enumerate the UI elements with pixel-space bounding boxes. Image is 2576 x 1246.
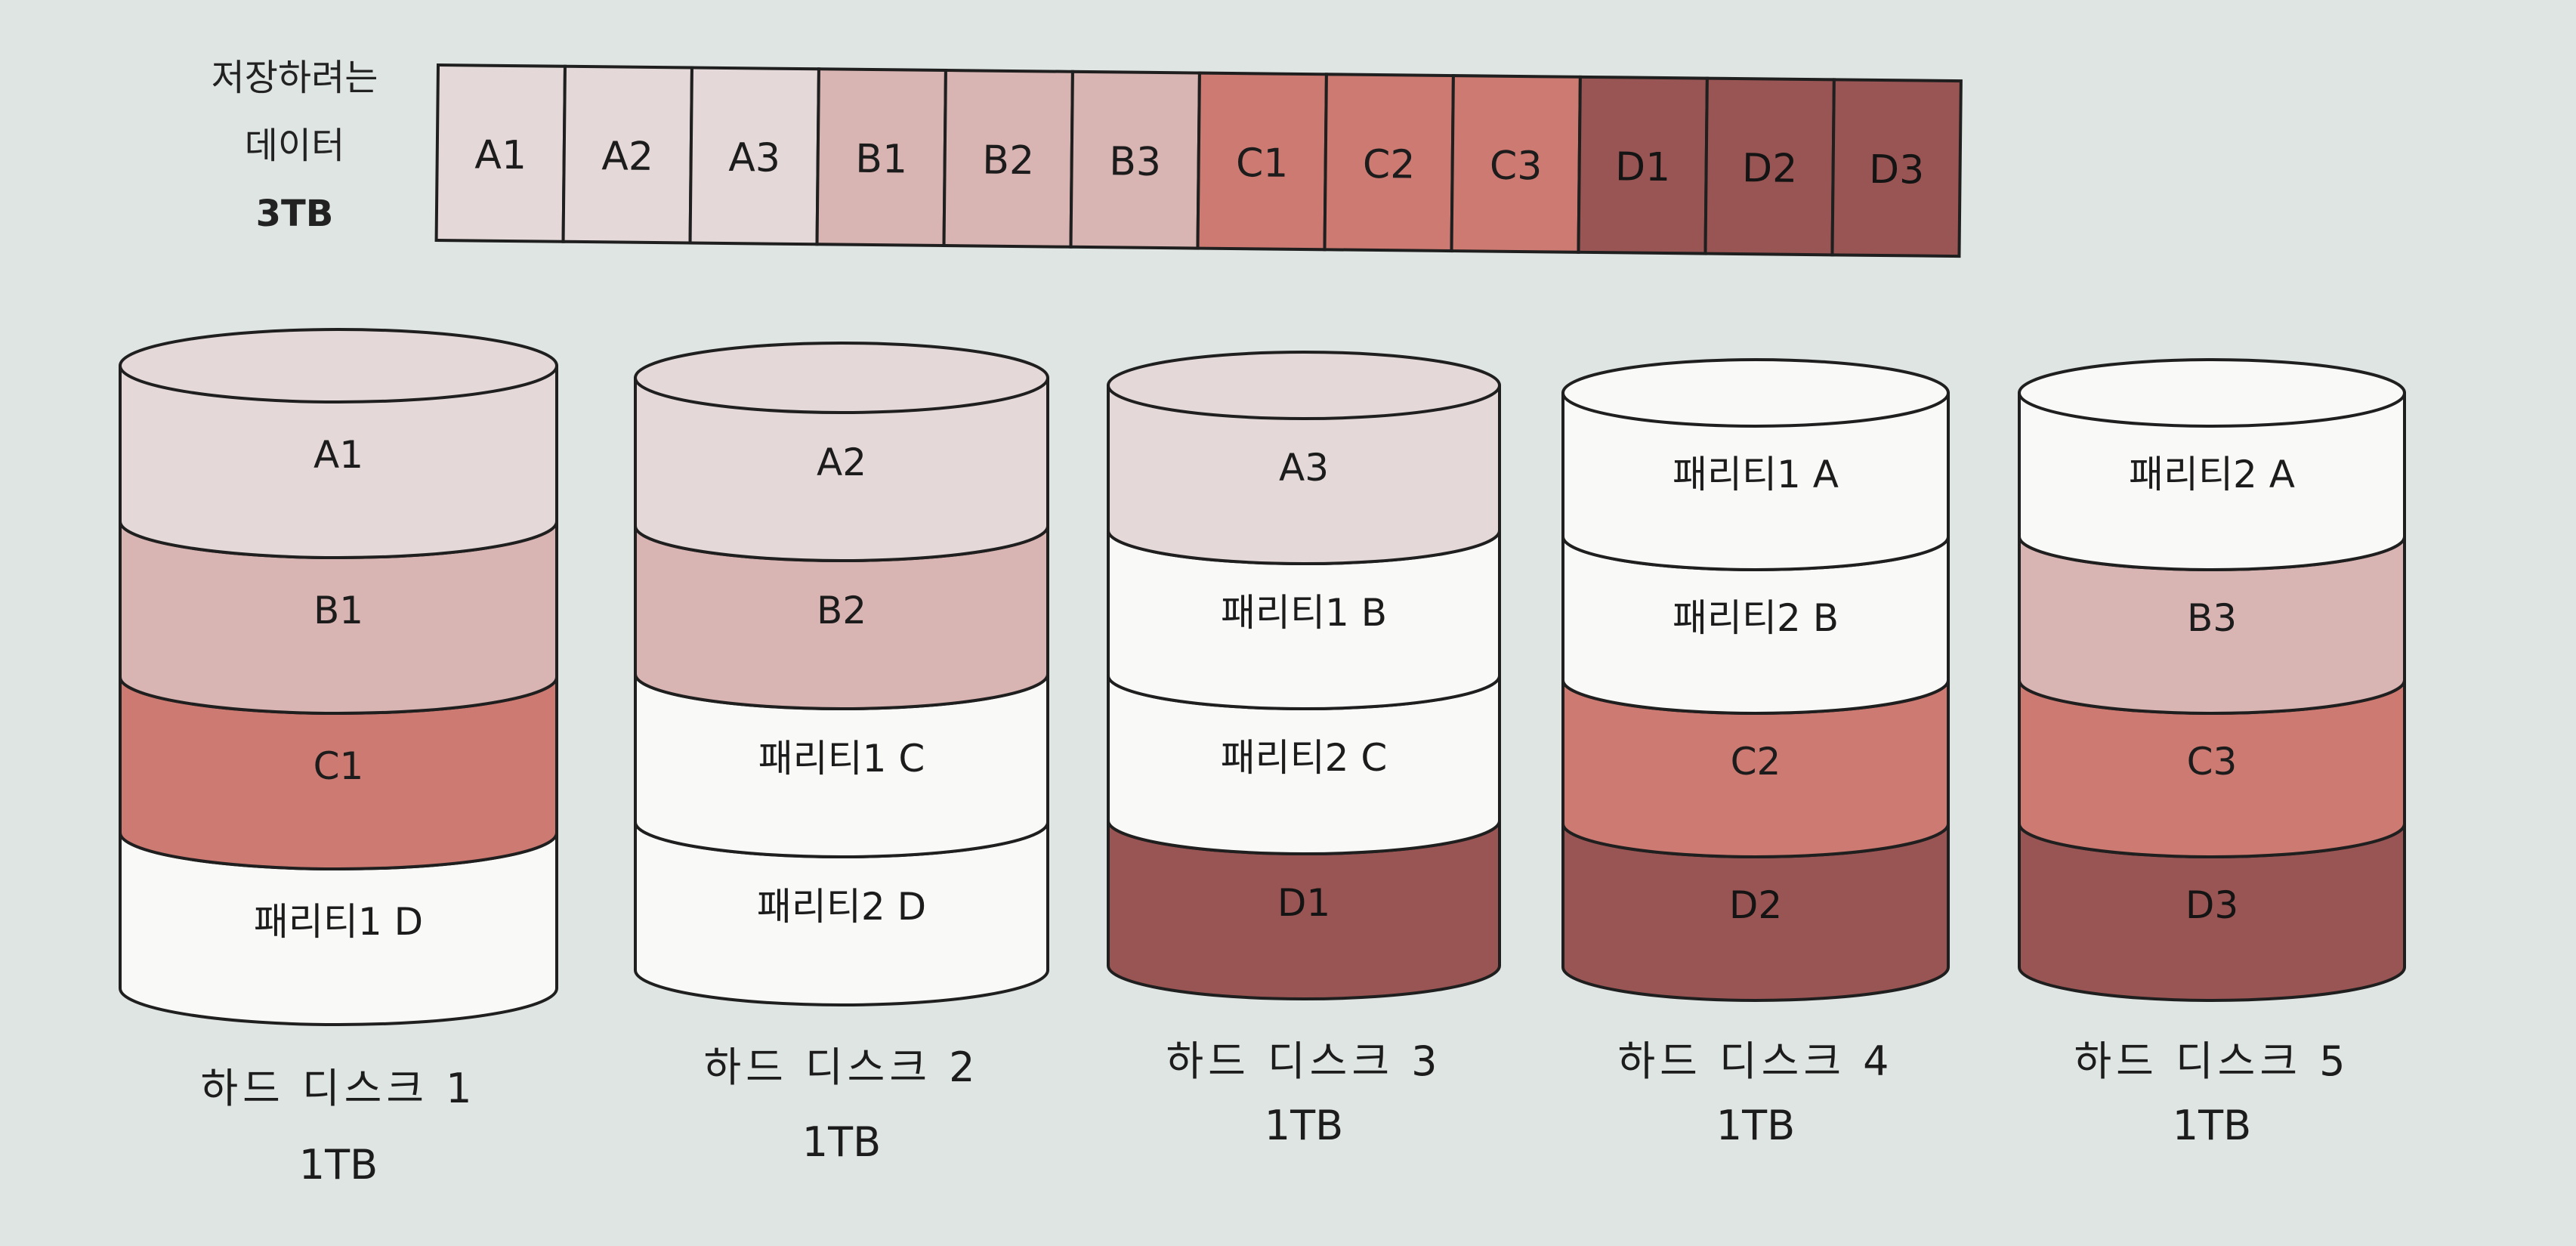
- disk-layer-body: [634, 672, 1049, 858]
- disk-layer-body: [2018, 391, 2406, 571]
- disk-layer-label: A3: [1279, 446, 1329, 490]
- disk-layer-label: 패리티1 B: [1221, 591, 1387, 635]
- hard-disk-3: D1 패리티2 C 패리티1 B A3: [1107, 351, 1501, 1000]
- disk-layer-label: D1: [1277, 881, 1330, 925]
- data-block-label: C1: [1236, 141, 1289, 187]
- disk-layer-label: D2: [1729, 883, 1782, 927]
- data-block-label: D1: [1615, 144, 1671, 190]
- hard-disk-5: D3 C3 B3 패리티2 A: [2018, 358, 2406, 1002]
- disk-layer-body: [634, 376, 1049, 562]
- disk-layer-body: [1107, 674, 1501, 855]
- disk-layer-body: [1561, 535, 1950, 715]
- disk-5-layer: 패리티2 A: [2018, 358, 2406, 571]
- data-block-label: A3: [728, 135, 780, 181]
- disk-4-capacity: 1TB: [1716, 1102, 1796, 1149]
- disk-layer-body: [119, 831, 558, 1026]
- disk-1-name: 하드 디스크 1: [200, 1065, 477, 1112]
- disk-layer-label: D3: [2185, 883, 2238, 927]
- disk-layer-label: 패리티2 C: [1221, 736, 1388, 780]
- data-block-label: D2: [1742, 146, 1798, 192]
- hard-disk-1: 패리티1 D C1 B1 A1: [119, 328, 558, 1026]
- disk-layer-rim: [1107, 351, 1501, 420]
- hard-disk-2: 패리티2 D 패리티1 C B2 A2: [634, 342, 1049, 1006]
- data-block-label: B1: [855, 137, 907, 183]
- disk-5-name: 하드 디스크 5: [2074, 1037, 2350, 1085]
- data-label-line1: 저장하려는: [211, 57, 378, 99]
- disk-layer-label: C2: [1731, 740, 1781, 784]
- disk-layer-label: B1: [314, 589, 363, 632]
- disk-layer-label: 패리티2 B: [1673, 596, 1839, 640]
- data-strip: A1 A2 A3 B1 B2 B3 C1 C2 C3 D1 D2 D3: [434, 63, 1963, 258]
- disk-layer-body: [1561, 391, 1950, 571]
- data-block-label: D3: [1869, 147, 1925, 193]
- disk-layer-label: B2: [817, 589, 866, 632]
- data-label-line2: 데이터: [244, 125, 345, 167]
- disk-5-capacity: 1TB: [2172, 1102, 2252, 1149]
- disk-layer-rim: [119, 328, 558, 403]
- disk-3-name: 하드 디스크 3: [1166, 1037, 1442, 1085]
- disk-layer-body: [1561, 679, 1950, 858]
- disk-layer-body: [2018, 679, 2406, 858]
- disk-layer-label: A1: [314, 433, 363, 477]
- disk-layer-body: [1107, 819, 1501, 1000]
- disk-4-layer: 패리티1 A: [1561, 358, 1950, 571]
- disk-3-layer: A3: [1107, 351, 1501, 565]
- disk-2-capacity: 1TB: [802, 1118, 882, 1166]
- disk-layer-rim: [2018, 358, 2406, 428]
- data-block-label: B2: [982, 138, 1034, 184]
- disk-layer-body: [2018, 535, 2406, 715]
- data-block-label: C2: [1363, 142, 1416, 188]
- disk-2-layer: A2: [634, 342, 1049, 562]
- disk-layer-body: [1107, 529, 1501, 710]
- disk-layer-body: [2018, 822, 2406, 1002]
- data-block-label: A2: [601, 134, 653, 180]
- disk-layer-body: [119, 520, 558, 715]
- disk-layer-label: 패리티1 C: [758, 737, 925, 781]
- data-block-label: A1: [474, 133, 527, 179]
- disk-layer-label: 패리티2 A: [2129, 453, 2295, 496]
- disk-layer-body: [119, 364, 558, 559]
- disk-layer-label: 패리티1 D: [254, 900, 423, 944]
- disk-2-name: 하드 디스크 2: [703, 1043, 980, 1091]
- disk-layer-label: 패리티2 D: [757, 885, 926, 929]
- disk-3-capacity: 1TB: [1264, 1102, 1344, 1149]
- data-size-label: 3TB: [255, 193, 334, 235]
- disk-1-capacity: 1TB: [298, 1141, 378, 1189]
- disk-1-layer: A1: [119, 328, 558, 559]
- disk-layer-rim: [634, 342, 1049, 414]
- disk-layer-body: [1561, 822, 1950, 1002]
- disk-layer-label: C1: [314, 744, 364, 788]
- disk-layer-body: [119, 676, 558, 870]
- disk-4-name: 하드 디스크 4: [1617, 1037, 1894, 1085]
- disk-layer-body: [634, 821, 1049, 1006]
- data-block-label: B3: [1109, 139, 1161, 185]
- data-block-d3: [1830, 78, 1963, 258]
- disk-layer-label: C3: [2187, 740, 2238, 784]
- disk-layer-rim: [1561, 358, 1950, 428]
- disk-layer-body: [1107, 384, 1501, 565]
- data-block-label: C3: [1490, 144, 1543, 190]
- disk-layer-label: 패리티1 A: [1673, 453, 1839, 496]
- disk-layer-label: A2: [817, 441, 866, 484]
- disk-layer-body: [634, 524, 1049, 710]
- disk-layer-label: B3: [2187, 596, 2237, 640]
- hard-disk-4: D2 C2 패리티2 B 패리티1 A: [1561, 358, 1950, 1002]
